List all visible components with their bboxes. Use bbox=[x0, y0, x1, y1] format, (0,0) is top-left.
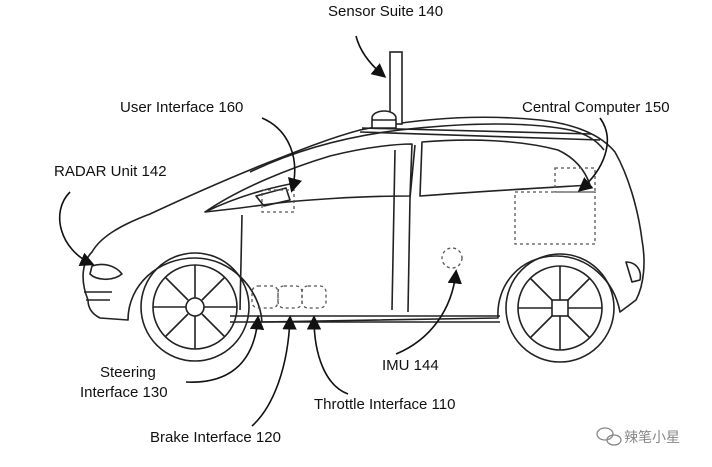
arrow-brake bbox=[251, 315, 297, 427]
arrow-steering bbox=[185, 315, 265, 383]
arrow-user-interface bbox=[261, 117, 302, 193]
sensor-suite bbox=[371, 51, 403, 129]
central-computer-top bbox=[554, 167, 596, 193]
user-interface-box bbox=[261, 189, 295, 213]
label-user-interface: User Interface 160 bbox=[120, 99, 244, 116]
label-radar-unit: RADAR Unit 142 bbox=[54, 163, 167, 180]
throttle-box bbox=[301, 285, 327, 309]
steering-box bbox=[251, 285, 279, 309]
brake-box bbox=[277, 285, 303, 309]
label-steering-line2: Interface 130 bbox=[80, 384, 168, 401]
arrow-central-computer bbox=[577, 117, 609, 192]
arrow-sensor-suite bbox=[355, 35, 387, 78]
label-brake: Brake Interface 120 bbox=[150, 429, 281, 446]
label-throttle: Throttle Interface 110 bbox=[314, 396, 456, 413]
arrow-throttle bbox=[306, 315, 349, 395]
front-wheel bbox=[140, 252, 250, 362]
label-steering-line1: Steering bbox=[100, 364, 156, 381]
imu-unit bbox=[441, 247, 463, 269]
label-imu: IMU 144 bbox=[382, 357, 439, 374]
label-sensor-suite: Sensor Suite 140 bbox=[328, 3, 444, 20]
dashed-components bbox=[251, 167, 596, 309]
car-body bbox=[82, 116, 645, 323]
watermark-text: 辣笔小星 bbox=[624, 430, 680, 446]
label-central-computer: Central Computer 150 bbox=[522, 99, 670, 116]
central-computer-box bbox=[514, 191, 596, 245]
wechat-icon bbox=[596, 427, 622, 446]
rear-wheel bbox=[505, 253, 615, 363]
arrow-radar bbox=[58, 191, 95, 266]
arrow-imu bbox=[395, 269, 462, 355]
